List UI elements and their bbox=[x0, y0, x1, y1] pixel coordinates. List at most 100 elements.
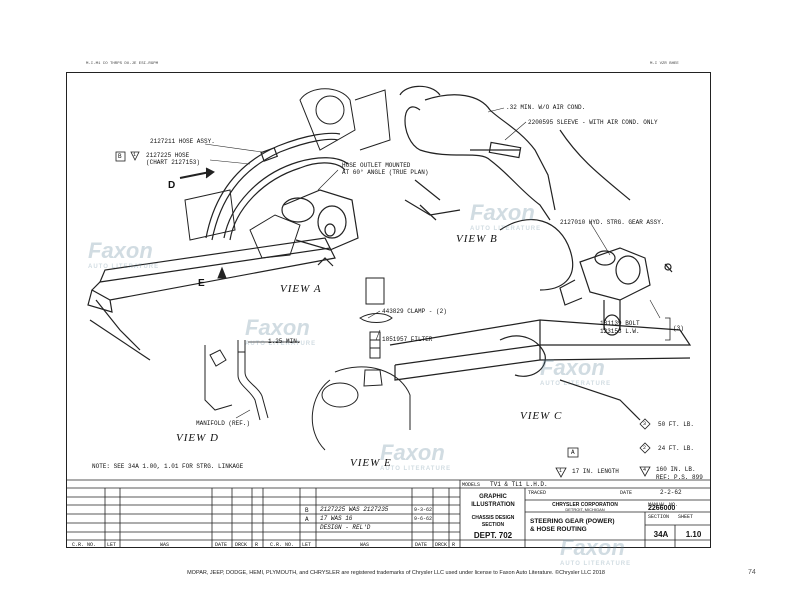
view-a-frame-rail bbox=[87, 237, 336, 361]
label-outlet-2: AT 60° ANGLE (TRUE PLAN) bbox=[342, 169, 429, 176]
leader-lines bbox=[204, 107, 661, 419]
torque1-diamond bbox=[639, 418, 651, 430]
tb-title-1: STEERING GEAR (POWER) bbox=[530, 518, 615, 525]
tb-dept: DEPT. 702 bbox=[473, 531, 513, 540]
header-left-code: M-I-M1 CO THRPS DU-JE ESI-RGPM bbox=[86, 62, 159, 66]
label-bolt-qty: (3) bbox=[673, 325, 684, 332]
tb-rev-b-text: 2127225 WAS 2127235 bbox=[320, 506, 389, 513]
drawing-sheet bbox=[66, 72, 711, 548]
label-bolt-1: 181139 BOLT bbox=[600, 320, 640, 327]
tb-manual-no: 2266000 bbox=[648, 505, 676, 512]
tb-chassis-2: SECTION bbox=[481, 522, 505, 528]
title-block-grid bbox=[66, 479, 711, 548]
tb-section-label: SECTION bbox=[648, 514, 670, 520]
view-c-frame bbox=[389, 319, 692, 421]
label-torque3-num: 4 bbox=[643, 467, 647, 473]
view-e-title: VIEW E bbox=[350, 457, 392, 469]
tb-corp-city: DETROIT, MICHIGAN bbox=[565, 507, 605, 512]
label-min-125: 1.25 MIN. bbox=[268, 338, 301, 345]
label-outlet-1: HOSE OUTLET MOUNTED bbox=[342, 162, 411, 169]
label-length: 17 IN. LENGTH bbox=[572, 468, 619, 475]
label-torque1-num: 3 bbox=[643, 421, 647, 427]
tb-corp: CHRYSLER CORPORATION bbox=[552, 502, 618, 508]
tb-manual-label: MANUAL NO. bbox=[648, 502, 679, 508]
view-a-hoses bbox=[205, 132, 349, 241]
tb-date-label: DATE bbox=[620, 490, 633, 496]
tb-models: TV1 & TL1 L.H.D. bbox=[490, 481, 548, 488]
page-number: 74 bbox=[748, 569, 756, 576]
tb-sheet: 1.10 bbox=[685, 530, 702, 539]
label-hose-chart-1: 2127225 HOSE bbox=[146, 152, 190, 159]
arrow-d bbox=[179, 171, 211, 179]
flag-b-box bbox=[115, 151, 126, 162]
tb-models-label: MODELS bbox=[462, 482, 481, 488]
tb-col-date1: DATE bbox=[215, 542, 228, 548]
tb-col-let1: LET bbox=[107, 542, 117, 548]
view-a-engine-block bbox=[184, 88, 391, 259]
tb-rev-a-text: 17 WAS 16 bbox=[320, 515, 353, 522]
tb-section: 34A bbox=[653, 530, 669, 539]
tb-col-r2: R bbox=[452, 542, 456, 548]
torque2-diamond bbox=[639, 442, 651, 454]
tb-col-cr1: C.R. NO. bbox=[72, 542, 97, 548]
label-torque2: 24 FT. LB. bbox=[658, 445, 695, 452]
view-b-title: VIEW B bbox=[456, 233, 498, 245]
tb-rev-b: B bbox=[305, 507, 309, 514]
flag-a-box bbox=[567, 447, 579, 458]
tb-rev-b-date: 9-3-62 bbox=[414, 507, 433, 513]
label-letter-d: D bbox=[168, 180, 176, 191]
view-b-hoses bbox=[399, 85, 631, 291]
tb-col-drck2: DRCK bbox=[435, 542, 448, 548]
header-right-code: M-I VZR BHEE bbox=[650, 62, 679, 66]
arrow-e bbox=[217, 266, 227, 279]
label-letter-e: E bbox=[198, 278, 205, 289]
tb-date: 2-2-62 bbox=[660, 489, 682, 496]
tb-title-2: & HOSE ROUTING bbox=[530, 526, 587, 533]
view-a-steering-gear bbox=[281, 189, 359, 267]
label-torque3-2: REF: P.S. 899 bbox=[656, 474, 703, 481]
tb-col-was2: WAS bbox=[360, 542, 370, 548]
tb-col-date2: DATE bbox=[415, 542, 428, 548]
view-d-title: VIEW D bbox=[176, 432, 219, 444]
tb-graphic-2: ILLUSTRATION bbox=[471, 502, 515, 508]
view-c-title: VIEW C bbox=[520, 410, 563, 422]
label-torque3-1: 160 IN. LB. bbox=[656, 466, 696, 473]
tb-col-drck1: DRCK bbox=[235, 542, 248, 548]
length-tri bbox=[555, 467, 567, 478]
tb-sheet-label: SHEET bbox=[678, 514, 694, 520]
label-torque2-num: 2 bbox=[643, 445, 647, 451]
tb-col-cr2: C.R. NO. bbox=[270, 542, 295, 548]
label-hose-assy: 2127211 HOSE ASSY. bbox=[150, 138, 215, 145]
tb-rev-0-text: DESIGN - REL'D bbox=[320, 524, 371, 531]
label-clamp: 443829 CLAMP - (2) bbox=[382, 308, 447, 315]
note-linkage: NOTE: SEE 34A 1.00, 1.01 FOR STRG. LINKA… bbox=[92, 463, 244, 470]
label-filter: 1851957 FILTER bbox=[382, 336, 433, 343]
tb-col-r1: R bbox=[255, 542, 259, 548]
label-length-num: 1 bbox=[559, 468, 563, 474]
label-flag-1: 1 bbox=[133, 152, 137, 158]
tb-traced-label: TRACED bbox=[528, 490, 547, 496]
label-hose-chart-2: (CHART 2127153) bbox=[146, 159, 201, 166]
label-flag-a: A bbox=[571, 449, 575, 456]
footer-trademark: MOPAR, JEEP, DODGE, HEMI, PLYMOUTH, and … bbox=[187, 570, 605, 576]
label-aircond: .32 MIN. W/O AIR COND. bbox=[506, 104, 586, 111]
tb-graphic-1: GRAPHIC bbox=[479, 494, 507, 500]
torque3-tri bbox=[639, 466, 651, 477]
bolt-bracket bbox=[665, 317, 671, 341]
label-torque1: 50 FT. LB. bbox=[658, 421, 695, 428]
flag-1-tri bbox=[130, 151, 140, 161]
view-a-title: VIEW A bbox=[280, 283, 322, 295]
tb-rev-a: A bbox=[305, 516, 309, 523]
tb-col-was1: WAS bbox=[160, 542, 170, 548]
label-flag-b: B bbox=[118, 153, 122, 160]
view-d-manifold bbox=[204, 340, 300, 421]
tb-chassis-1: CHASSIS DESIGN bbox=[471, 515, 515, 521]
label-bolt-2: 123153 L.W. bbox=[600, 328, 640, 335]
